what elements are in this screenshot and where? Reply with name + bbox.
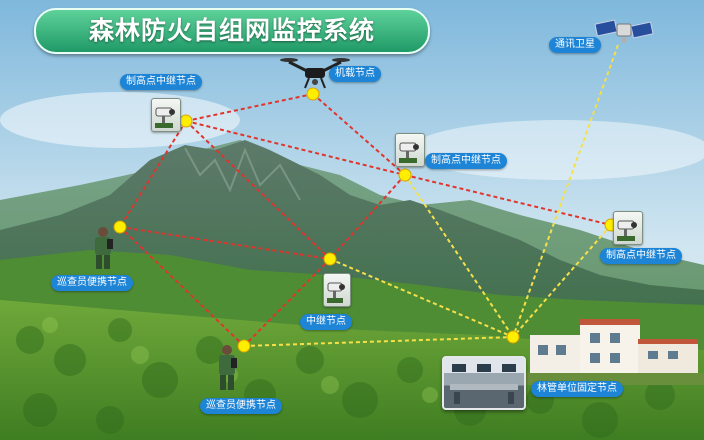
ranger-icon: [95, 227, 113, 269]
monitor-room-image: [442, 356, 526, 410]
node-dot-center: [323, 252, 337, 266]
node-dot-mid-right: [398, 168, 412, 182]
forestry-station-label: 林管单位固定节点: [531, 381, 623, 397]
drone-node-label: 机载节点: [329, 66, 381, 82]
mesh-link: [185, 120, 331, 260]
patrol-left-label: 巡查员便携节点: [51, 275, 133, 291]
relay-far-right-label: 制高点中继节点: [600, 248, 682, 264]
node-dot-top-left: [179, 114, 193, 128]
relay-link: [512, 44, 619, 338]
relay-link: [404, 174, 514, 338]
mesh-link: [119, 226, 245, 347]
mesh-link: [185, 120, 406, 176]
drone-icon: [280, 58, 350, 89]
camera-icon: [613, 211, 643, 245]
satellite-icon: [594, 19, 654, 43]
ranger-icon: [219, 345, 237, 390]
satellite-node-label: 通讯卫星: [549, 37, 601, 53]
relay-center-label: 中继节点: [300, 314, 352, 330]
camera-icon: [151, 98, 181, 132]
building-image: [520, 319, 704, 385]
relay-link: [512, 224, 612, 338]
relay-link: [243, 336, 514, 347]
patrol-bottom-label: 巡查员便携节点: [200, 398, 282, 414]
page-title: 森林防火自组网监控系统: [34, 8, 430, 54]
mesh-link: [119, 226, 331, 260]
node-dot-drone: [306, 87, 320, 101]
mesh-link: [185, 93, 314, 122]
node-dot-station: [506, 330, 520, 344]
node-dot-patrol-left: [113, 220, 127, 234]
node-dot-patrol-bottom: [237, 339, 251, 353]
camera-icon: [395, 133, 425, 167]
mesh-link: [243, 258, 331, 347]
relay-mid-right-label: 制高点中继节点: [425, 153, 507, 169]
mesh-link: [404, 174, 612, 226]
mesh-link: [119, 120, 187, 228]
mesh-link: [329, 174, 406, 260]
relay-link: [329, 258, 514, 338]
relay-top-left-label: 制高点中继节点: [120, 74, 202, 90]
camera-icon: [323, 273, 351, 307]
